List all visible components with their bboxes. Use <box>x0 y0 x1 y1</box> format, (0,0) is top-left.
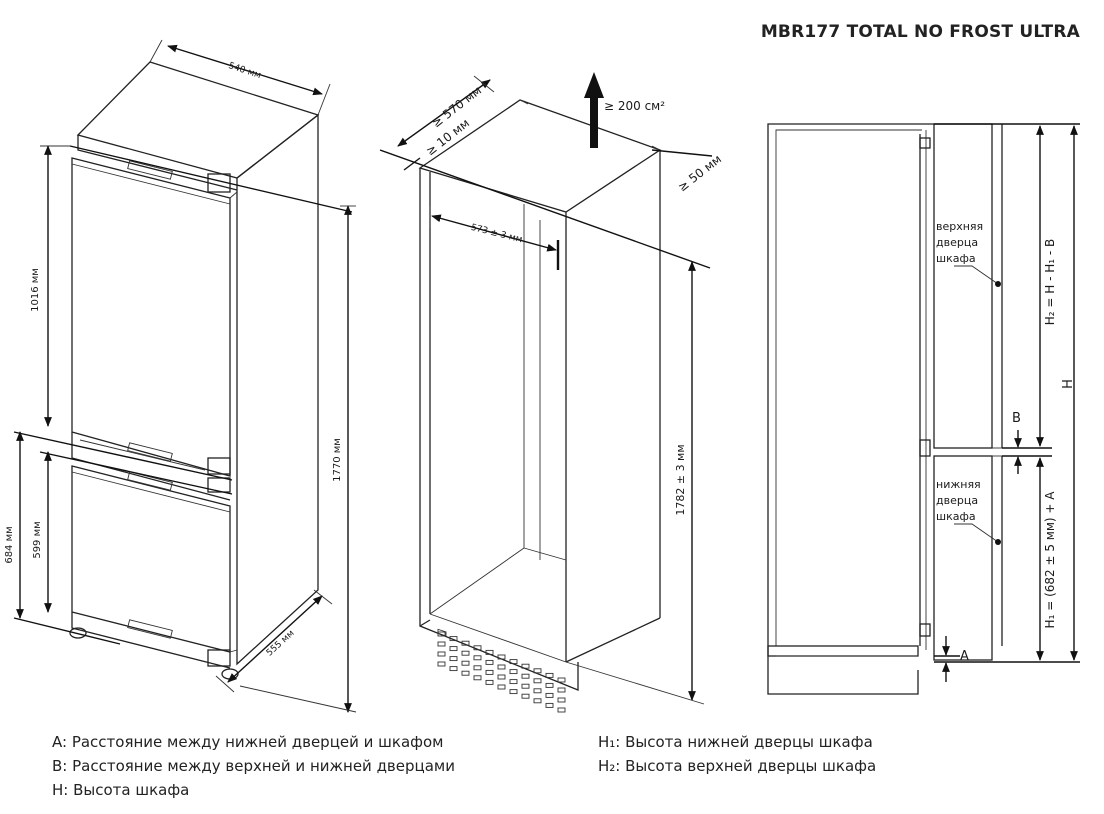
vent-slot <box>509 679 518 685</box>
h-label: H <box>1061 379 1076 389</box>
vent-slot <box>497 674 506 680</box>
vent-slot <box>437 631 446 637</box>
vent-slot <box>509 669 518 675</box>
upper-door-label-1: верхняя <box>936 220 983 233</box>
fridge-drawing: 540 мм 1016 мм 684 мм 599 мм 1770 мм 555… <box>4 39 357 713</box>
bottom-outer-height-label: 684 мм <box>4 526 15 563</box>
lower-door-label-1: нижняя <box>936 478 981 491</box>
b-label: B <box>1012 411 1021 426</box>
vent-slot <box>485 679 494 685</box>
vent-slot <box>473 655 482 661</box>
vent-slot <box>521 683 530 689</box>
bottom-door-height-label: 599 мм <box>32 521 43 558</box>
legend-left: A: Расстояние между нижней дверцей и шка… <box>52 730 455 802</box>
vent-slot <box>461 640 470 646</box>
total-height-label: 1770 мм <box>332 438 343 482</box>
vent-slot <box>557 697 566 703</box>
vent-slot <box>449 666 458 672</box>
vent-slot <box>449 636 458 642</box>
vent-slot <box>521 673 530 679</box>
lower-door-label-2: дверца <box>936 494 978 507</box>
vent-slot <box>473 665 482 671</box>
legend-b: B: Расстояние между верхней и нижней две… <box>52 757 455 775</box>
vent-slot <box>473 675 482 681</box>
vent-slot <box>473 645 482 651</box>
vent-slot <box>533 678 542 684</box>
legend-right: H₁: Высота нижней дверцы шкафа H₂: Высот… <box>598 730 876 778</box>
vent-slot <box>545 672 554 678</box>
vent-slot <box>533 688 542 694</box>
vent-slot <box>449 646 458 652</box>
side-view-drawing: верхняя дверца шкафа нижняя дверца шкафа… <box>767 123 1080 695</box>
h2-formula-label: H₂ = H - H₁ - B <box>1043 239 1057 326</box>
niche-height-label: 1782 ± 3 мм <box>674 444 687 515</box>
h1-formula-label: H₁ = (682 ± 5 мм) + A <box>1043 491 1057 629</box>
legend-h1: H₁: Высота нижней дверцы шкафа <box>598 733 873 751</box>
niche-side-gap-label: ≥ 50 мм <box>675 152 724 194</box>
vent-slot <box>497 654 506 660</box>
vent-slot <box>497 684 506 690</box>
niche-drawing: ≥ 570 мм ≥ 10 мм ≥ 200 см² ≥ 50 мм 573 ±… <box>379 72 724 713</box>
vent-slot <box>485 669 494 675</box>
niche-width-label: 573 ± 3 мм <box>470 223 523 245</box>
vent-slot <box>533 698 542 704</box>
vent-slot <box>509 689 518 695</box>
vent-slot <box>545 692 554 698</box>
vent-slot <box>557 677 566 683</box>
vent-slot <box>461 660 470 666</box>
vent-slot <box>557 687 566 693</box>
vent-slot <box>557 707 566 713</box>
vent-slot <box>533 668 542 674</box>
vent-slot <box>521 693 530 699</box>
vent-slot <box>437 661 446 667</box>
top-door-height-label: 1016 мм <box>30 268 41 312</box>
vent-slot <box>545 682 554 688</box>
product-title: MBR177 TOTAL NO FROST ULTRA <box>760 22 1080 42</box>
vent-area-label: ≥ 200 см² <box>604 99 665 113</box>
upper-door-label-3: шкафа <box>936 252 976 265</box>
vent-slot <box>437 641 446 647</box>
vent-slot <box>521 663 530 669</box>
vent-slot <box>485 659 494 665</box>
vent-slot <box>461 650 470 656</box>
vent-slot <box>461 670 470 676</box>
vent-slot <box>449 656 458 662</box>
legend-a: A: Расстояние между нижней дверцей и шка… <box>52 733 444 751</box>
vent-slot <box>485 649 494 655</box>
fridge-width-label: 540 мм <box>227 61 262 81</box>
legend-h2: H₂: Высота верхней дверцы шкафа <box>598 757 877 775</box>
upper-door-label-2: дверца <box>936 236 978 249</box>
a-label: A <box>960 649 969 664</box>
vent-slot <box>497 664 506 670</box>
legend-h: H: Высота шкафа <box>52 781 190 799</box>
vent-grille <box>437 628 447 637</box>
vent-slot <box>437 651 446 657</box>
lower-door-label-3: шкафа <box>936 510 976 523</box>
vent-slot <box>509 659 518 665</box>
vent-slot <box>545 702 554 708</box>
